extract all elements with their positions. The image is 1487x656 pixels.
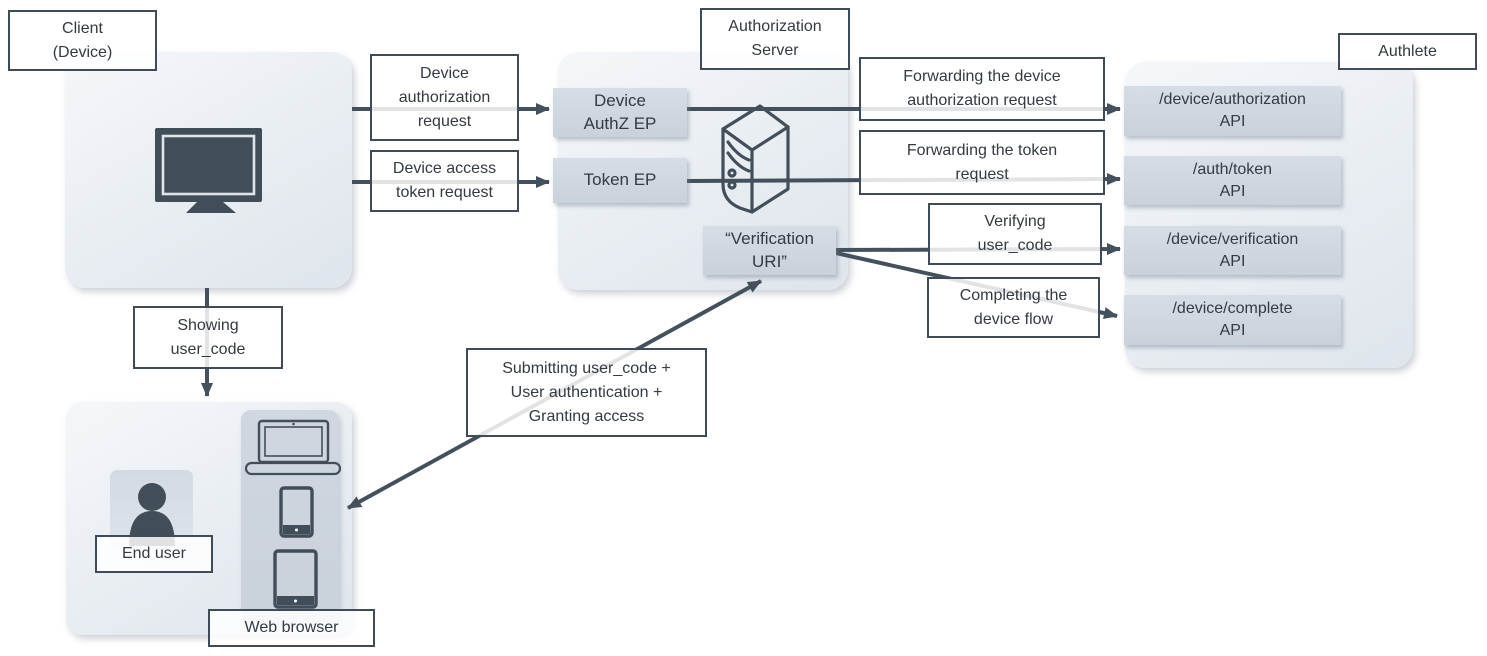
web-browser-label-box: Web browser bbox=[208, 609, 375, 647]
device-complete-api-label: /device/complete API bbox=[1172, 300, 1293, 339]
client-title-box: Client (Device) bbox=[8, 10, 157, 71]
authorization-server-title: Authorization Server bbox=[728, 18, 822, 59]
forwarding-token-request-label-box: Forwarding the token request bbox=[859, 130, 1105, 195]
completing-device-flow-label: Completing the device flow bbox=[959, 286, 1068, 328]
verification-uri-node: “Verification URI” bbox=[703, 226, 836, 275]
end-user-label: End user bbox=[121, 545, 187, 562]
forwarding-device-authorization-request-label: Forwarding the device authorization requ… bbox=[903, 68, 1061, 109]
submitting-user-code-label-box: Submitting user_code + User authenticati… bbox=[466, 348, 707, 437]
completing-device-flow-label-box: Completing the device flow bbox=[927, 277, 1100, 338]
submitting-user-code-label: Submitting user_code + User authenticati… bbox=[502, 359, 671, 425]
device-verification-api-node: /device/verification API bbox=[1124, 226, 1341, 275]
showing-user-code-label: Showing user_code bbox=[170, 316, 246, 358]
forwarding-token-request-label: Forwarding the token request bbox=[906, 141, 1058, 183]
device-authz-ep-label: Device AuthZ EP bbox=[583, 90, 657, 133]
device-authz-ep-node: Device AuthZ EP bbox=[553, 88, 687, 137]
web-browser-panel bbox=[241, 410, 339, 623]
token-ep-label: Token EP bbox=[583, 170, 657, 190]
client-title: Client (Device) bbox=[52, 19, 113, 61]
authlete-title-box: Authlete bbox=[1338, 33, 1477, 70]
authorization-server-title-box: Authorization Server bbox=[700, 8, 850, 70]
verification-uri-label: “Verification URI” bbox=[725, 228, 814, 271]
forwarding-device-authorization-request-label-box: Forwarding the device authorization requ… bbox=[859, 57, 1105, 121]
device-authorization-api-node: /device/authorization API bbox=[1124, 86, 1341, 136]
web-browser-label: Web browser bbox=[244, 619, 339, 636]
verifying-user-code-label: Verifying user_code bbox=[977, 213, 1053, 254]
auth-token-api-node: /auth/token API bbox=[1124, 156, 1341, 205]
device-complete-api-node: /device/complete API bbox=[1124, 295, 1341, 345]
showing-user-code-label-box: Showing user_code bbox=[133, 306, 283, 369]
device-access-token-request-label: Device access token request bbox=[392, 160, 497, 201]
device-authorization-request-label: Device authorization request bbox=[398, 64, 491, 130]
authlete-title: Authlete bbox=[1378, 42, 1437, 60]
device-verification-api-label: /device/verification API bbox=[1166, 230, 1299, 270]
auth-token-api-label: /auth/token API bbox=[1192, 160, 1273, 200]
token-ep-node: Token EP bbox=[553, 158, 687, 203]
device-authorization-request-label-box: Device authorization request bbox=[370, 54, 519, 141]
client-container bbox=[65, 52, 352, 288]
device-access-token-request-label-box: Device access token request bbox=[370, 150, 519, 212]
device-authorization-api-label: /device/authorization API bbox=[1159, 91, 1306, 130]
verifying-user-code-label-box: Verifying user_code bbox=[928, 203, 1102, 265]
end-user-label-box: End user bbox=[95, 535, 213, 573]
